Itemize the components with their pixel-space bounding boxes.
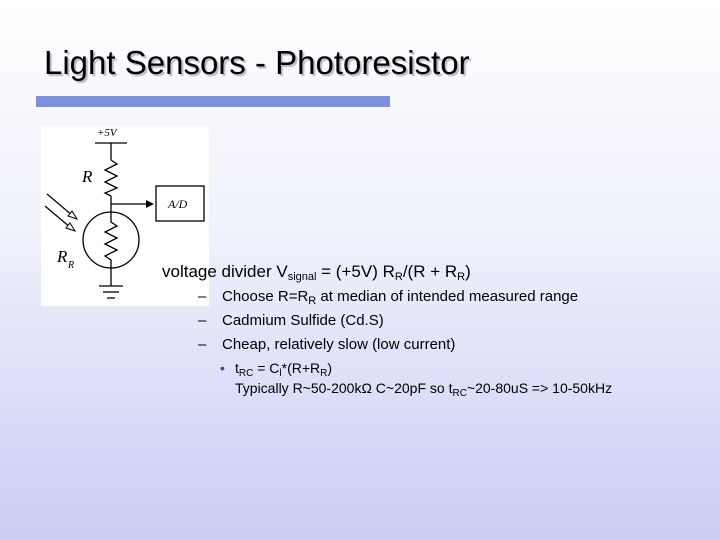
- tc-sub-l: l: [279, 368, 282, 379]
- adc-box: [155, 185, 205, 222]
- light-arrows-icon: [44, 193, 79, 232]
- time-constant-line: tRC = Cl*(R+RR): [235, 358, 612, 379]
- voltage-divider-formula: voltage divider Vsignal = (+5V) RR/(R + …: [162, 262, 471, 283]
- tc-text-b: = C: [253, 360, 280, 376]
- bullet-dash: –: [198, 312, 207, 329]
- formula-mid2: /(R + R: [402, 262, 458, 281]
- bullet-subscript: R: [308, 295, 317, 307]
- slide-title: Light Sensors - Photoresistor: [44, 44, 470, 81]
- resistor-label: R: [81, 167, 93, 186]
- formula-sub-r1: R: [394, 271, 403, 283]
- bullet-text: Cheap, relatively slow (low current): [222, 336, 456, 353]
- supply-label: +5V: [97, 127, 118, 139]
- resistor-zigzag: [103, 159, 119, 197]
- tc-sub-rc: RC: [238, 368, 254, 379]
- tc-sub-r: R: [320, 368, 328, 379]
- formula-mid1: = (+5V) R: [316, 262, 395, 281]
- sub-bullet-dot: •: [220, 360, 225, 376]
- formula-sub-r2: R: [457, 271, 466, 283]
- formula-prefix: voltage divider V: [162, 262, 288, 281]
- circuit-svg: +5V R R R A/D: [44, 127, 205, 299]
- typical-values-line: Typically R~50-200kΩ C~20pF so tRC~20-80…: [235, 378, 613, 399]
- tc-text-d: ): [327, 360, 333, 376]
- bullet-list: –Choose R=RR at median of intended measu…: [198, 288, 578, 360]
- typical-sub-rc: RC: [452, 388, 467, 399]
- photoresistor-circuit-diagram: +5V R R R A/D: [41, 126, 209, 306]
- typical-text-a: Typically R~50-200kΩ C~20pF so t: [235, 380, 453, 396]
- sub-bullet-block: • tRC = Cl*(R+RR) Typically R~50-200kΩ C…: [220, 358, 613, 399]
- bullet-dash: –: [198, 288, 207, 305]
- photoresistor-subscript: R: [67, 260, 74, 271]
- bullet-text-rest: at median of intended measured range: [316, 288, 579, 305]
- adc-arrowhead: [146, 200, 154, 208]
- photoresistor-zigzag: [103, 217, 119, 268]
- bullet-text: Cadmium Sulfide (Cd.S): [222, 312, 384, 329]
- formula-suffix: ): [465, 262, 471, 281]
- tc-text-c: *(R+R: [281, 360, 321, 376]
- tc-text-a: t: [235, 360, 239, 376]
- adc-label: A/D: [167, 197, 188, 211]
- bullet-text: Choose R=R: [222, 288, 309, 305]
- bullet-item: –Cadmium Sulfide (Cd.S): [198, 312, 578, 336]
- bullet-item: –Choose R=RR at median of intended measu…: [198, 288, 578, 312]
- bullet-item: –Cheap, relatively slow (low current): [198, 336, 578, 360]
- photoresistor-label: R: [56, 247, 68, 266]
- title-underline-bar: [36, 96, 390, 107]
- bullet-dash: –: [198, 336, 207, 353]
- typical-text-b: ~20-80uS => 10-50kHz: [466, 380, 613, 396]
- formula-sub-signal: signal: [287, 271, 317, 283]
